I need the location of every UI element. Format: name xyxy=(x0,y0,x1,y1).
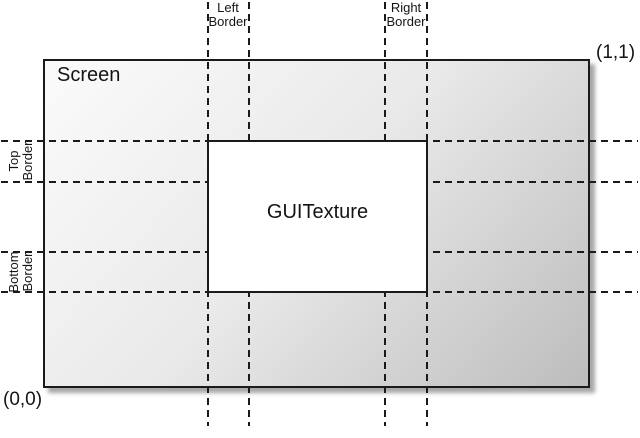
corner-label-top-right: (1,1) xyxy=(596,42,636,63)
guitexture-rect: GUITexture xyxy=(207,140,428,293)
screen-label: Screen xyxy=(57,64,121,86)
right-border-label: Right Border xyxy=(386,0,426,29)
guitexture-label: GUITexture xyxy=(266,201,369,223)
left-border-label: Left Border xyxy=(208,0,248,29)
corner-label-bottom-left: (0,0) xyxy=(3,389,43,410)
top-border-label: Top Border xyxy=(6,141,35,181)
bottom-border-label: Bottom Border xyxy=(6,251,35,293)
